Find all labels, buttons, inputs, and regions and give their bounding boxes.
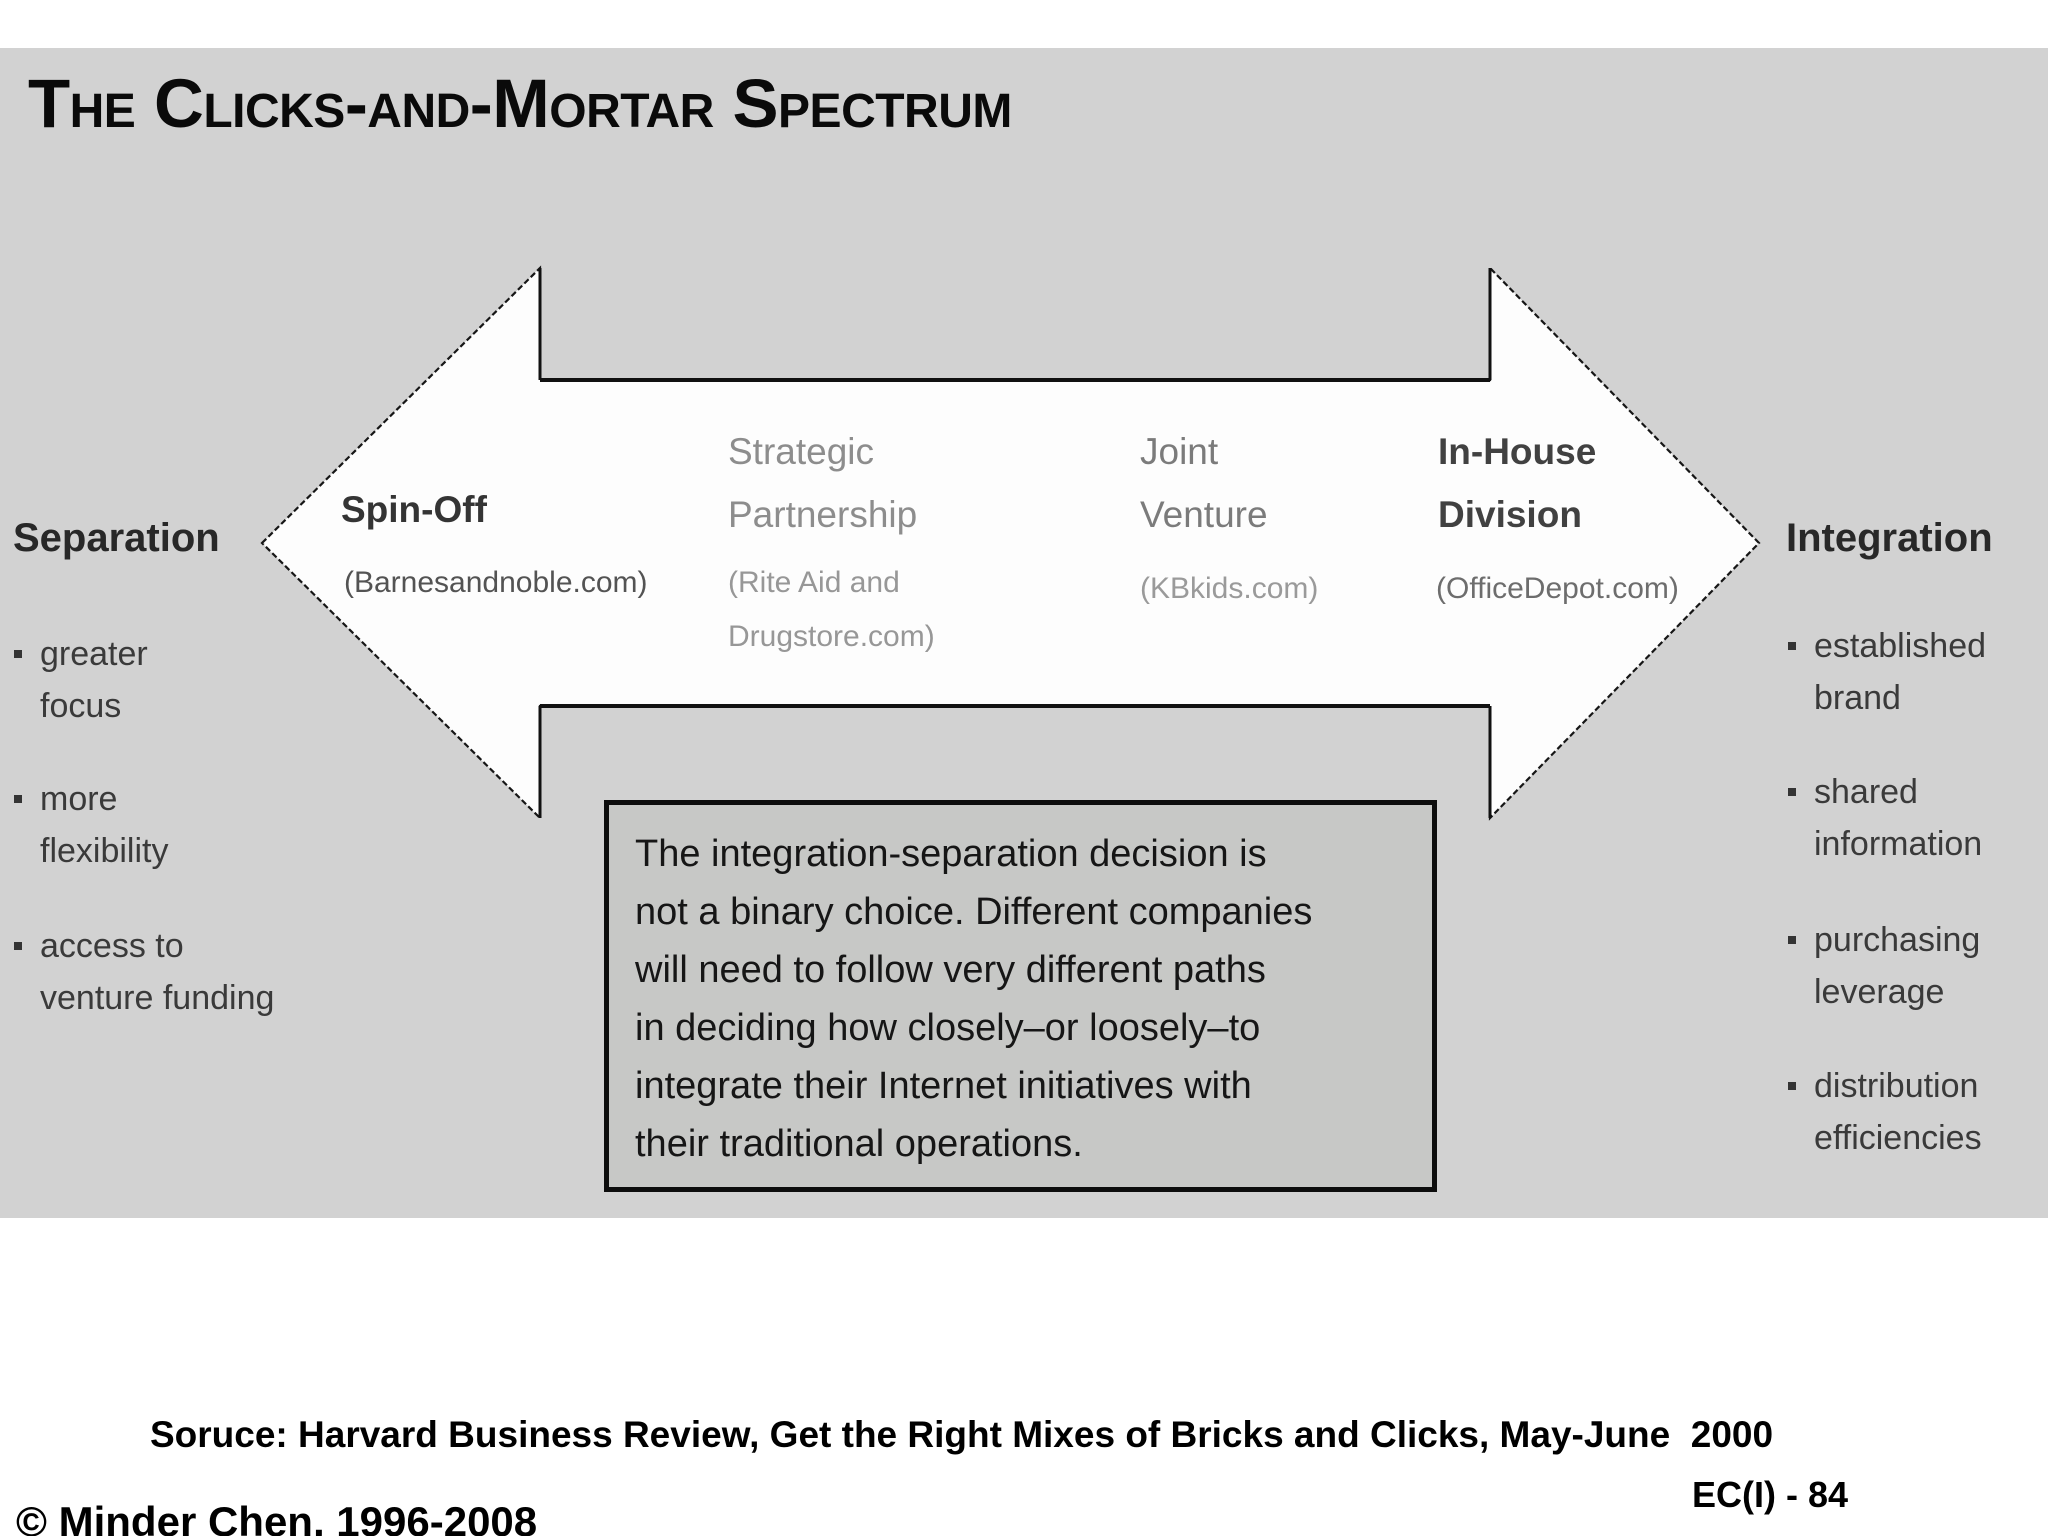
stage-joint-venture-example: (KBkids.com): [1140, 572, 1319, 605]
separation-bullet-more-flexibility: more flexibility: [14, 773, 168, 877]
note-text: The integration-separation decision is n…: [635, 833, 1313, 1165]
bullet-dot: [1788, 788, 1796, 796]
integration-bullet-purchasing-leverage: purchasing leverage: [1788, 914, 1980, 1018]
bullet-label: shared information: [1814, 773, 1983, 863]
stage-spin-off: Spin-Off: [341, 489, 487, 530]
source-line: Soruce: Harvard Business Review, Get the…: [150, 1414, 1774, 1455]
note-box: The integration-separation decision is n…: [604, 800, 1437, 1192]
slide-number: EC(I) - 84: [1692, 1474, 1849, 1515]
integration-bullet-distribution-efficiencies: distribution efficiencies: [1788, 1060, 1982, 1164]
spectrum-arrow: [260, 265, 1761, 821]
stage-joint-venture: Joint Venture: [1140, 431, 1268, 535]
separation-bullet-greater-focus: greater focus: [14, 628, 148, 732]
bullet-label: access to venture funding: [40, 927, 275, 1017]
integration-heading: Integration: [1786, 516, 1993, 560]
bullet-dot: [1788, 936, 1796, 944]
bullet-dot: [14, 942, 22, 950]
bullet-label: established brand: [1814, 627, 1987, 717]
bullet-dot: [1788, 642, 1796, 650]
bullet-dot: [14, 650, 22, 658]
integration-bullet-shared-information: shared information: [1788, 766, 1982, 870]
copyright-line: © Minder Chen, 1996-2008: [16, 1498, 538, 1536]
bullet-label: purchasing leverage: [1814, 921, 1981, 1011]
bullet-label: more flexibility: [40, 780, 169, 870]
stage-strategic-partnership-example: (Rite Aid and Drugstore.com): [728, 566, 935, 653]
bullet-dot: [14, 795, 22, 803]
slide-title: The Clicks-and-Mortar Spectrum: [28, 65, 1012, 142]
bullet-label: greater focus: [40, 635, 148, 725]
bullet-label: distribution efficiencies: [1814, 1067, 1982, 1157]
stage-spin-off-example: (Barnesandnoble.com): [344, 566, 648, 599]
stage-in-house-division-example: (OfficeDepot.com): [1436, 572, 1679, 605]
separation-bullet-venture-funding: access to venture funding: [14, 920, 274, 1024]
stage-in-house-division: In-House Division: [1438, 431, 1597, 535]
bullet-dot: [1788, 1082, 1796, 1090]
integration-bullet-established-brand: established brand: [1788, 620, 1986, 724]
stage-strategic-partnership: Strategic Partnership: [728, 431, 918, 535]
separation-heading: Separation: [13, 516, 220, 560]
